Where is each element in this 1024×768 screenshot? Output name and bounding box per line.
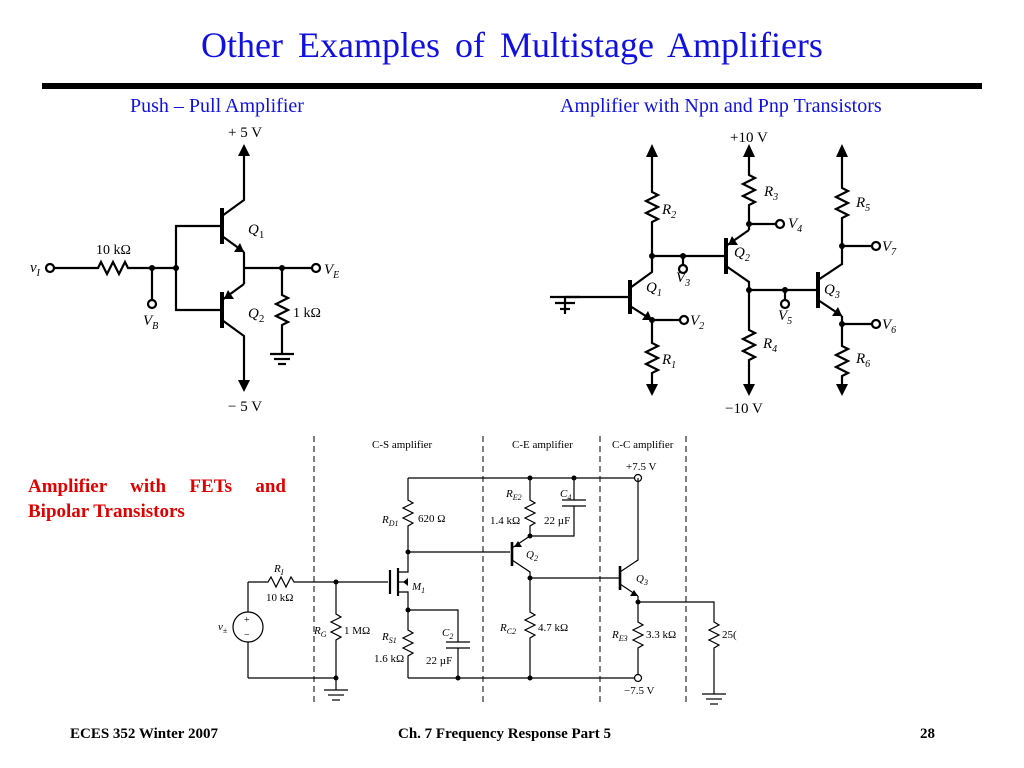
np-v3-label: V3 <box>676 270 690 289</box>
np-q3-label: Q3 <box>824 282 840 301</box>
rd1-value: 620 Ω <box>418 513 445 525</box>
ce-stage-label: C-E amplifier <box>512 439 573 451</box>
source-plus-label: + <box>244 615 250 626</box>
pp-vplus-label: + 5 V <box>228 125 262 141</box>
c2-label: C2 <box>442 627 453 641</box>
fet-bjt-circuit <box>232 436 726 705</box>
re3-value: 3.3 kΩ <box>646 629 676 641</box>
vs-label: v± <box>218 621 228 635</box>
fb-vminus-label: −7.5 V <box>624 685 655 697</box>
vi-terminal <box>44 262 56 274</box>
push-pull-title: Push – Pull Amplifier <box>130 95 304 117</box>
np-v4-label: V4 <box>788 216 802 235</box>
np-v7-label: V7 <box>882 239 897 258</box>
c4-label: C4 <box>560 488 571 502</box>
c4-value: 22 µF <box>544 515 570 527</box>
np-r6-label: R6 <box>855 351 870 370</box>
rs1-value: 1.6 kΩ <box>374 653 404 665</box>
npn-pnp-title: Amplifier with Npn and Pnp Transistors <box>560 95 882 117</box>
m1-label: M1 <box>411 581 425 595</box>
re3-label: RE3 <box>611 629 628 643</box>
title-rule <box>42 83 982 89</box>
np-v5-label: V5 <box>778 308 792 327</box>
np-vminus-label: −10 V <box>725 401 763 417</box>
footer-page-number: 28 <box>920 726 935 742</box>
np-q2-label: Q2 <box>734 245 750 264</box>
pp-q2-label: Q2 <box>248 306 264 325</box>
rl-value: 25( <box>722 629 737 641</box>
source-minus-label: − <box>244 630 250 641</box>
np-r5-label: R5 <box>855 195 870 214</box>
fb-q3-label: Q3 <box>636 573 648 587</box>
re2-label: RE2 <box>505 488 522 502</box>
pp-ve-label: VE <box>324 262 339 281</box>
ri-value: 10 kΩ <box>266 592 293 604</box>
np-r2-label: R2 <box>661 202 676 221</box>
np-v2-label: V2 <box>690 313 704 332</box>
pp-vb-label: VB <box>143 313 158 332</box>
rc2-label: RC2 <box>499 622 516 636</box>
rd1-label: RD1 <box>381 514 399 528</box>
npn-pnp-circuit <box>550 144 882 396</box>
rs1-label: RS1 <box>381 631 397 645</box>
ri-label: RI <box>273 563 284 577</box>
fet-bjt-title: Amplifier with FETs and Bipolar Transist… <box>28 476 286 522</box>
pp-vminus-label: − 5 V <box>228 399 262 415</box>
pp-vi-label: vI <box>30 260 41 279</box>
np-q1-label: Q1 <box>646 280 662 299</box>
re2-value: 1.4 kΩ <box>490 515 520 527</box>
rc2-value: 4.7 kΩ <box>538 622 568 634</box>
pp-rload-label: 1 kΩ <box>293 306 321 321</box>
pp-q1-label: Q1 <box>248 222 264 241</box>
ve-terminal <box>310 262 322 274</box>
np-r1-label: R1 <box>661 352 676 371</box>
vb-terminal <box>146 298 158 310</box>
rg-label: RG <box>313 625 327 639</box>
c2-value: 22 µF <box>426 655 452 667</box>
np-v6-label: V6 <box>882 317 896 336</box>
footer-course: ECES 352 Winter 2007 <box>70 726 218 742</box>
push-pull-circuit <box>44 144 322 392</box>
fb-vplus-label: +7.5 V <box>626 461 657 473</box>
pp-rin-label: 10 kΩ <box>96 243 131 258</box>
np-r4-label: R4 <box>762 336 777 355</box>
cs-stage-label: C-S amplifier <box>372 439 433 451</box>
fb-q2-label: Q2 <box>526 549 538 563</box>
rg-value: 1 MΩ <box>344 625 370 637</box>
slide-title: Other Examples of Multistage Amplifiers <box>201 25 823 65</box>
cc-stage-label: C-C amplifier <box>612 439 674 451</box>
np-r3-label: R3 <box>763 184 778 203</box>
footer-chapter: Ch. 7 Frequency Response Part 5 <box>398 726 612 742</box>
np-vplus-label: +10 V <box>730 130 768 146</box>
